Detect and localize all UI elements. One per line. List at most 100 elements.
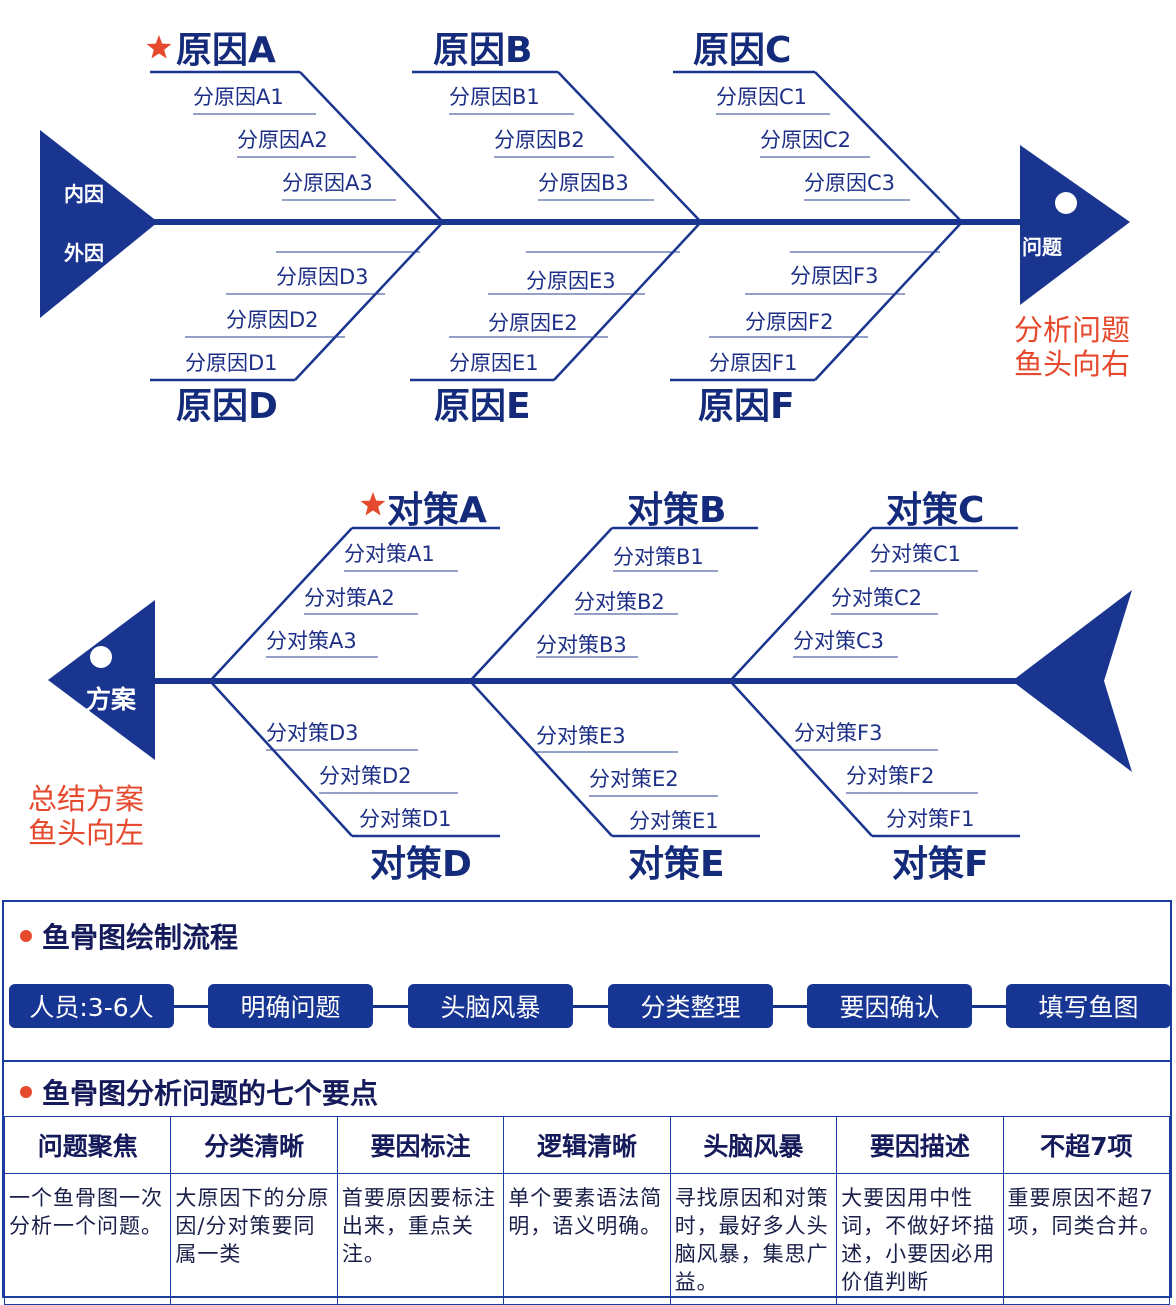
process-title-text: 鱼骨图绘制流程 [42,921,239,954]
cause-label: 原因E [434,386,531,427]
measure-label: 对策D [370,844,472,885]
key-points-header-row: 问题聚焦 分类清晰 要因标注 逻辑清晰 头脑风暴 要因描述 不超7项 [3,1116,1171,1174]
fish-eye-icon [90,646,112,668]
section-divider [4,1060,1170,1062]
process-step-6: 填写鱼图 [1006,984,1171,1028]
measure-label: 对策F [892,844,989,885]
summary-panel: 鱼骨图绘制流程 人员:3-6人 明确问题 头脑风暴 分类整理 要因确认 填写鱼图… [2,900,1172,1305]
sub-cause-label: 分原因D3 [276,265,369,289]
problem-note-line2: 鱼头向右 [1014,347,1130,381]
point-text: 一个鱼骨图一次分析一个问题。 [3,1173,172,1305]
point-text: 单个要素语法简明，语义明确。 [503,1173,671,1305]
process-connector [19,1005,1161,1008]
sub-measure-label: 分对策B3 [536,633,627,657]
sub-cause-label: 分原因E1 [449,351,539,375]
process-step-1: 人员:3-6人 [9,984,174,1028]
solution-note-line1: 总结方案 [28,782,144,816]
sub-measure-label: 分对策C2 [831,586,922,610]
sub-measure-label: 分对策B1 [613,545,704,569]
sub-measure-label: 分对策A3 [266,629,357,653]
point-text: 首要原因要标注出来，重点关注。 [336,1173,505,1305]
point-heading: 不超7项 [1002,1116,1171,1174]
sub-measure-label: 分对策E3 [536,724,626,748]
sub-measure-label: 分对策F3 [794,721,882,745]
point-heading: 分类清晰 [170,1116,338,1174]
sub-cause-label: 分原因E2 [488,311,578,335]
sub-cause-label: 分原因C2 [760,128,851,152]
solution-head [48,600,155,760]
solution-head-label: 方案 [86,685,137,714]
cause-label: 原因B [433,30,532,71]
star-icon [360,492,386,516]
sub-measure-label: 分对策C3 [793,629,884,653]
sub-cause-label: 分原因B2 [494,128,585,152]
process-flow: 人员:3-6人 明确问题 头脑风暴 分类整理 要因确认 填写鱼图 [9,984,1171,1028]
cause-bone [299,71,444,223]
sub-measure-label: 分对策C1 [870,542,961,566]
sub-cause-label: 分原因A2 [237,128,328,152]
problem-tail [40,130,158,318]
sub-cause-label: 分原因B3 [538,171,629,195]
point-text: 寻找原因和对策时，最好多人头脑风暴，集思广益。 [669,1173,838,1305]
process-step-2: 明确问题 [208,984,373,1028]
problem-note-line1: 分析问题 [1014,313,1130,347]
fishbone-diagrams: 问题 内因 外因 分析问题 鱼头向右 原因A分原因A1分原因A2分原因A3原因B… [28,30,1132,885]
measure-bone [209,527,353,682]
sub-cause-label: 分原因F2 [745,310,833,334]
measure-label: 对策E [628,844,725,885]
measure-bone [209,680,353,837]
problem-fishbone: 问题 内因 外因 分析问题 鱼头向右 原因A分原因A1分原因A2分原因A3原因B… [40,30,1130,427]
measure-label: 对策B [627,490,726,531]
point-heading: 问题聚焦 [3,1116,172,1174]
problem-head [1020,145,1130,305]
measure-bone [729,680,873,837]
process-title: 鱼骨图绘制流程 [20,916,238,956]
point-text: 大原因下的分原因/分对策要同属一类 [170,1173,338,1305]
tail-label-external: 外因 [64,241,104,265]
sub-cause-label: 分原因B1 [449,85,540,109]
sub-measure-label: 分对策E2 [589,767,679,791]
solution-note-line2: 鱼头向左 [28,816,144,850]
cause-bone [294,221,444,381]
sub-cause-label: 分原因C1 [716,85,807,109]
cause-label: 原因F [698,386,795,427]
sub-cause-label: 分原因F1 [709,351,797,375]
cause-bone [814,71,963,223]
sub-measure-label: 分对策D2 [319,764,412,788]
solution-tail [1012,590,1132,772]
point-heading: 要因描述 [836,1116,1004,1174]
measure-bone [729,527,873,682]
point-text: 重要原因不超7项，同类合并。 [1002,1173,1171,1305]
sub-measure-label: 分对策A2 [304,586,395,610]
solution-fishbone: 方案 总结方案 鱼头向左 对策A 分对策A1 分对策A2 分对策A3 对策B 分对策B1 分… [28,490,1132,885]
sub-measure-label: 分对策D1 [359,807,452,831]
point-heading: 头脑风暴 [669,1116,838,1174]
sub-cause-label: 分原因A3 [282,171,373,195]
sub-measure-label: 分对策E1 [629,809,719,833]
key-points-title-text: 鱼骨图分析问题的七个要点 [42,1077,379,1110]
sub-measure-label: 分对策F1 [886,807,974,831]
problem-head-label: 问题 [1022,235,1063,259]
measure-bone [469,680,613,837]
sub-cause-label: 分原因D2 [226,308,319,332]
point-heading: 逻辑清晰 [503,1116,671,1174]
sub-measure-label: 分对策D3 [266,721,359,745]
sub-measure-label: 分对策A1 [344,542,435,566]
tail-label-internal: 内因 [64,182,104,206]
measure-label: 对策C [886,490,984,531]
sub-cause-label: 分原因A1 [193,85,284,109]
fish-eye-icon [1055,192,1077,214]
key-points-title: 鱼骨图分析问题的七个要点 [20,1072,378,1112]
problem-bones: 原因A分原因A1分原因A2分原因A3原因B分原因B1分原因B2分原因B3原因C分… [146,30,963,427]
star-icon [146,35,172,59]
bullet-dot-icon [20,1086,32,1098]
process-step-3: 头脑风暴 [408,984,573,1028]
sub-cause-label: 分原因E3 [526,269,616,293]
point-heading: 要因标注 [336,1116,505,1174]
cause-bone [557,71,702,223]
cause-bone [814,221,963,381]
cause-label: 原因C [693,30,791,71]
measure-label: 对策A [387,490,487,531]
sub-cause-label: 分原因F3 [790,264,878,288]
cause-label: 原因D [176,386,278,427]
